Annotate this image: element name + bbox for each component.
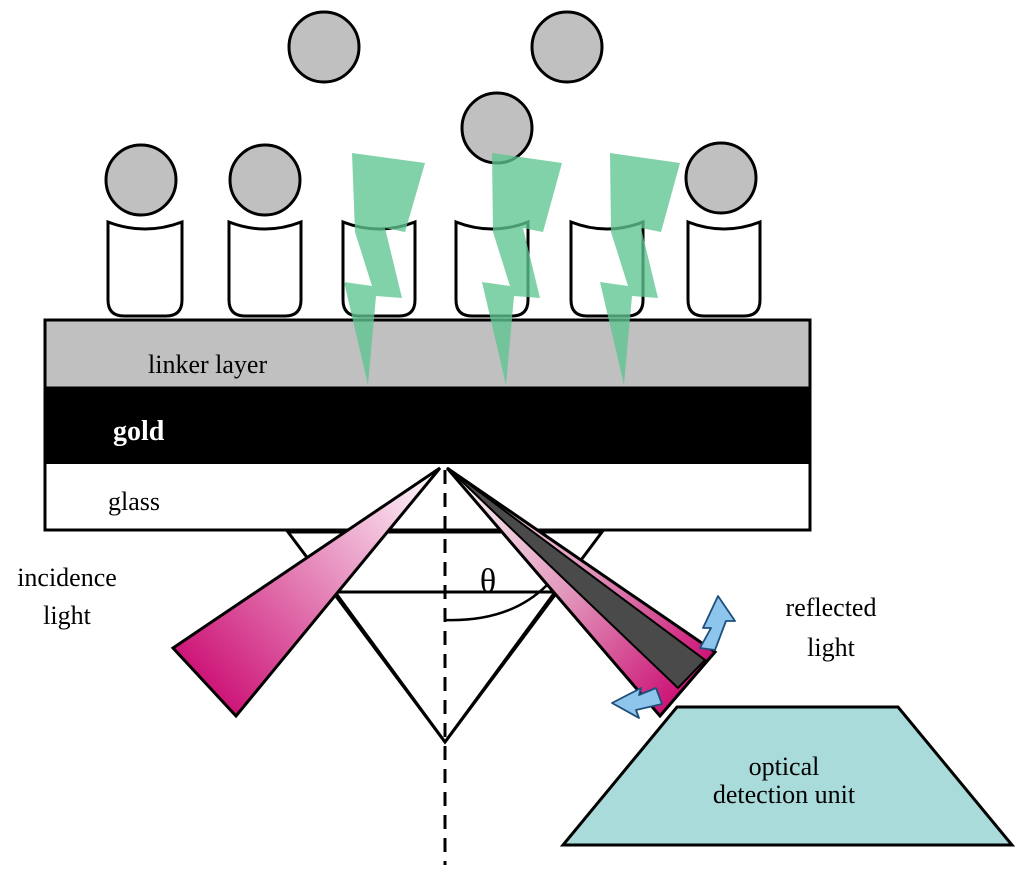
detector-label-line1: optical [749, 752, 820, 781]
incidence-beam [170, 466, 442, 719]
reflected-light-label-line1: reflected [786, 593, 877, 622]
gold-layer-label: gold [113, 416, 165, 447]
glass-layer [43, 460, 812, 532]
green-bolt [344, 153, 425, 385]
reflected-light-label-line2: light [807, 633, 855, 662]
receptor-cup [106, 219, 184, 318]
analyte-sphere [228, 143, 302, 217]
green-bolt [600, 153, 680, 385]
layer-stack-outline [43, 318, 812, 532]
incidence-light-label-line2: light [43, 601, 91, 630]
analyte-sphere [460, 91, 534, 165]
receptor-cup [686, 219, 762, 318]
analyte-sphere [684, 141, 758, 215]
binding-signals [344, 153, 680, 385]
analyte-sphere [104, 143, 178, 217]
gold-layer [45, 388, 810, 464]
linker-layer [43, 318, 812, 390]
incidence-light-label-line1: incidence [17, 563, 117, 592]
angle-label: θ [480, 563, 496, 600]
receptors [106, 219, 762, 318]
free-analytes [287, 10, 604, 165]
arrow-up-icon [699, 595, 736, 651]
green-bolt [482, 153, 562, 385]
reflected-beam-dark [449, 469, 707, 690]
glass-layer-label: glass [108, 487, 160, 516]
angle-arc [444, 584, 548, 622]
optical-detection-unit [559, 705, 1016, 847]
receptor-cup [227, 219, 303, 318]
arrow-down-icon [611, 687, 663, 719]
analyte-sphere [530, 10, 604, 84]
bound-analytes [104, 141, 758, 217]
linker-layer-label: linker layer [148, 350, 267, 379]
detector-label-line2: detection unit [713, 780, 856, 809]
analyte-sphere [287, 10, 361, 84]
rotation-arrows [611, 595, 736, 719]
